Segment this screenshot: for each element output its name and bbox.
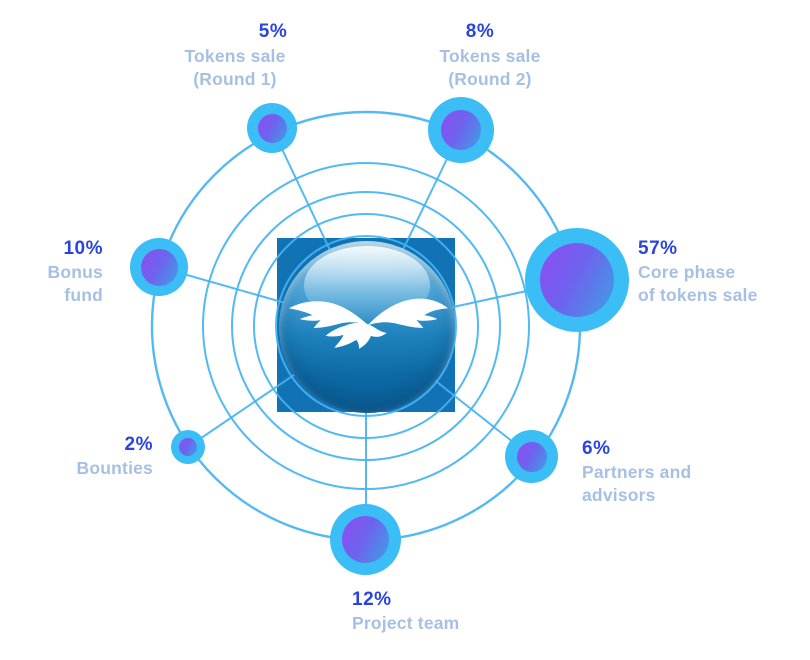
label-partners: 6% Partners and advisors [582,437,732,507]
node-tokens-sale-round1 [247,103,297,153]
percent-value: 57% [638,238,678,259]
node-core [540,243,614,317]
percent-value: 10% [63,238,103,259]
percent-value: 5% [258,21,288,42]
label-line: Project team [352,613,460,633]
label-project-team: 12% Project team [352,588,502,635]
node-core [342,516,389,563]
node-core [441,110,481,150]
label-bounties: 2% Bounties [52,433,153,480]
eagle-icon [288,298,449,349]
label-line: Bonus [47,262,103,282]
label-round2-pct: 8% [460,20,500,44]
label-bonus-fund: 10% Bonus fund [0,237,103,307]
node-core [516,441,547,472]
percent-value: 12% [352,589,392,610]
label-line: (Round 1) [193,69,277,89]
label-line: Core phase [638,262,736,282]
node-core [179,438,197,456]
node-tokens-sale-round2 [428,97,494,163]
white-highlight-box-round2 [462,45,595,65]
percent-value: 8% [465,21,495,42]
percent-value: 2% [124,434,153,455]
label-line: of tokens sale [638,285,758,305]
white-highlight-box-round1 [215,43,293,65]
node-core-phase [525,228,629,332]
label-line: Tokens sale [439,46,541,66]
label-round1: Tokens sale (Round 1) [145,45,325,91]
label-line: Partners and [582,462,692,482]
label-round2: Tokens sale (Round 2) [400,45,580,91]
label-line: advisors [582,485,656,505]
node-bonus-fund [130,238,188,296]
label-round1-pct: 5% [253,20,293,44]
label-line: Bounties [76,458,153,478]
label-line: fund [64,285,103,305]
node-bounties [171,430,205,464]
node-project-team [330,504,401,575]
percent-value: 6% [582,438,611,459]
label-line: Tokens sale [184,46,286,66]
node-partners [505,430,558,483]
label-core-phase: 57% Core phase of tokens sale [638,237,803,307]
node-core [257,113,287,143]
label-line: (Round 2) [448,69,532,89]
node-core [140,248,178,286]
